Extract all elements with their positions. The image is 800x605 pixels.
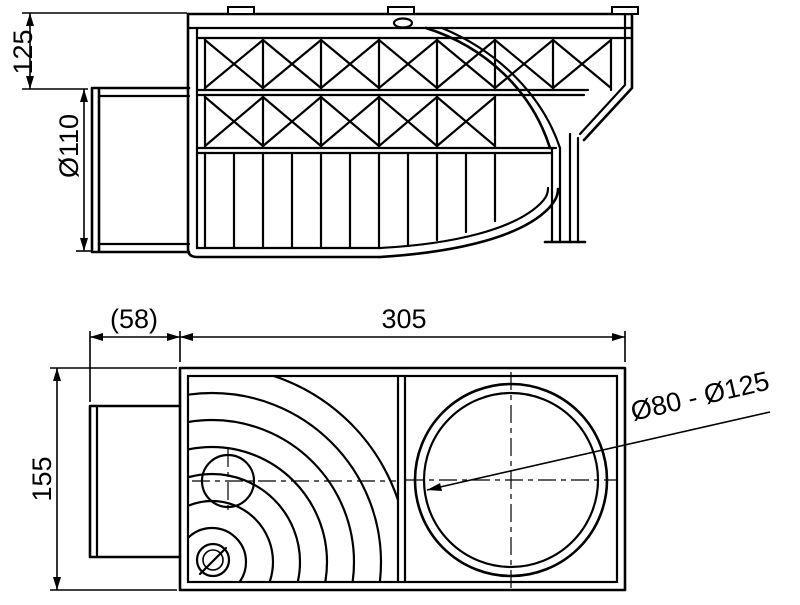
centerline <box>406 372 616 588</box>
arrowhead-icon <box>80 238 88 251</box>
body-frame <box>186 6 639 259</box>
left-chamber <box>189 377 397 581</box>
arrowhead-icon <box>427 483 442 491</box>
side-view: 125 Ø110 <box>8 6 639 259</box>
screw-hole <box>392 17 414 29</box>
outlet-pipe-side <box>90 86 191 254</box>
arrowhead-icon <box>53 368 61 381</box>
dim-length-label: 305 <box>381 304 426 334</box>
dimension-width: 155 <box>27 367 177 591</box>
dim-width-label: 155 <box>27 456 57 501</box>
body-plan <box>178 366 627 592</box>
chamber-divider <box>396 374 407 584</box>
arrowhead-icon <box>90 333 103 341</box>
boss-slash <box>198 546 228 576</box>
arrowhead-icon <box>26 76 34 89</box>
arrowhead-icon <box>612 333 625 341</box>
dimension-height: 125 <box>8 12 187 90</box>
callout-outlet-range: Ø80 - Ø125 <box>426 366 772 491</box>
centerline <box>192 449 396 513</box>
outlet-pipe-plan <box>88 404 182 559</box>
dim-pipe-diameter-label: Ø110 <box>54 114 84 178</box>
callout-outlet-range-label: Ø80 - Ø125 <box>628 366 772 427</box>
mounting-tab <box>387 6 415 15</box>
dim-height-label: 125 <box>8 29 38 74</box>
arrowhead-icon <box>80 89 88 102</box>
plan-view: (58) 305 155 Ø80 - Ø125 <box>27 304 772 592</box>
corner-boss-inner <box>202 549 224 571</box>
arrowhead-icon <box>53 577 61 590</box>
arrowhead-icon <box>180 333 193 341</box>
corner-boss <box>195 542 231 578</box>
dimension-pipe-diameter: Ø110 <box>54 89 92 252</box>
arrowhead-icon <box>167 333 180 341</box>
right-chamber <box>406 372 616 588</box>
dim-pipe-offset-label: (58) <box>110 304 158 334</box>
arrowhead-icon <box>26 13 34 26</box>
dimension-length: 305 <box>180 304 625 341</box>
dimension-pipe-offset: (58) <box>89 304 626 402</box>
lattice-ribbing <box>195 36 632 250</box>
mounting-tab <box>227 6 255 15</box>
